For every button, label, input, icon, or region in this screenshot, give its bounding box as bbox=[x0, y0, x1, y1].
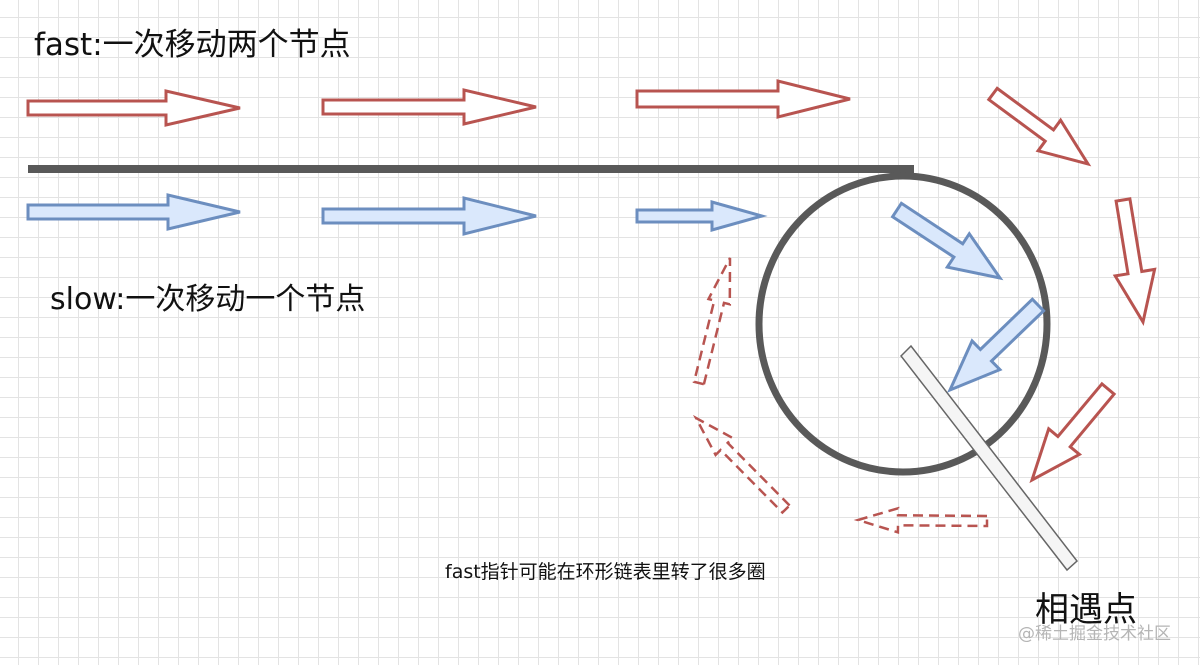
fast-arrow bbox=[26, 89, 241, 127]
slow-arrow bbox=[26, 193, 241, 231]
dashed-fast-arrow bbox=[853, 506, 989, 534]
fast-arrow bbox=[1112, 197, 1157, 326]
meeting-point-bar bbox=[900, 344, 1079, 572]
fast-arrow bbox=[321, 88, 537, 126]
list-cycle-circle bbox=[755, 172, 1051, 476]
fast-arrow bbox=[1029, 381, 1117, 484]
meeting-point-label: 相遇点 bbox=[1035, 590, 1137, 630]
watermark-text: @稀土掘金技术社区 bbox=[1018, 624, 1171, 644]
fast-arrow bbox=[635, 79, 851, 119]
dashed-fast-arrow bbox=[692, 257, 732, 386]
dashed-fast-arrow bbox=[692, 414, 792, 515]
fast-pointer-label: fast:一次移动两个节点 bbox=[34, 27, 351, 63]
slow-arrow bbox=[321, 196, 537, 236]
slow-arrow bbox=[947, 297, 1046, 393]
fast-arrows-group bbox=[26, 79, 1157, 484]
slow-pointer-label: slow:一次移动一个节点 bbox=[50, 282, 366, 317]
fast-arrow bbox=[986, 86, 1092, 167]
slow-arrow bbox=[635, 200, 768, 232]
fast-loop-dashed-arrows-group bbox=[692, 257, 989, 534]
loop-note-label: fast指针可能在环形链表里转了很多圈 bbox=[445, 561, 766, 583]
slow-arrow bbox=[890, 201, 1004, 281]
slow-arrows-group bbox=[26, 193, 1046, 393]
